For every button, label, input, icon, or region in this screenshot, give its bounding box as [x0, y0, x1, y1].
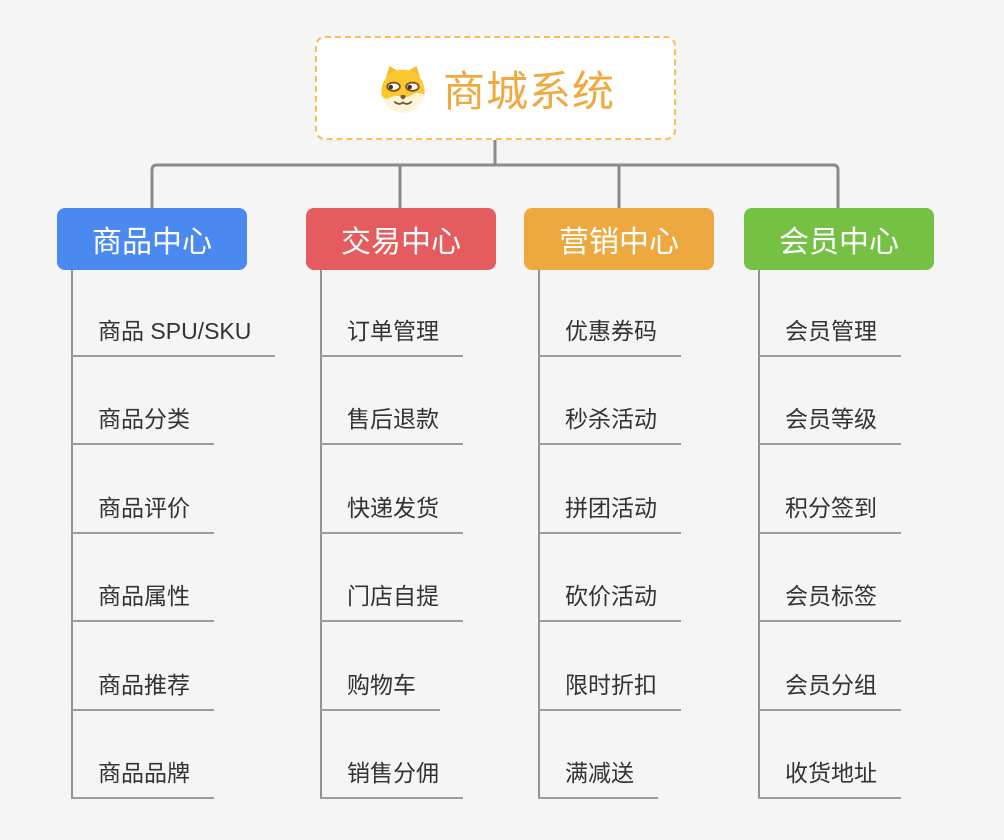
leaf-node[interactable]: 商品属性 — [71, 581, 214, 622]
branch-3: 营销中心优惠券码秒杀活动拼团活动砍价活动限时折扣满减送 — [524, 208, 714, 808]
leaf-node[interactable]: 会员标签 — [758, 581, 901, 622]
leaf-node[interactable]: 销售分佣 — [320, 758, 463, 799]
branch-4: 会员中心会员管理会员等级积分签到会员标签会员分组收货地址 — [744, 208, 934, 808]
branch-node[interactable]: 交易中心 — [306, 208, 496, 270]
leaf-node[interactable]: 满减送 — [538, 758, 658, 799]
leaf-node[interactable]: 拼团活动 — [538, 493, 681, 534]
leaf-node[interactable]: 商品评价 — [71, 493, 214, 534]
leaf-node[interactable]: 会员管理 — [758, 316, 901, 357]
branch-spine-line — [538, 270, 540, 798]
leaf-node[interactable]: 收货地址 — [758, 758, 901, 799]
branch-2: 交易中心订单管理售后退款快递发货门店自提购物车销售分佣 — [306, 208, 496, 808]
leaf-node[interactable]: 商品品牌 — [71, 758, 214, 799]
branch-1: 商品中心商品 SPU/SKU 商品分类商品评价商品属性商品推荐商品品牌 — [57, 208, 276, 808]
dog-face-icon — [381, 65, 425, 113]
leaf-node[interactable]: 购物车 — [320, 670, 440, 711]
root-node[interactable]: 商城系统 — [315, 36, 676, 140]
root-title: 商城系统 — [442, 67, 615, 115]
leaf-node[interactable]: 商品 SPU/SKU — [71, 316, 276, 357]
leaf-node[interactable]: 砍价活动 — [538, 581, 681, 622]
branch-node[interactable]: 营销中心 — [524, 208, 714, 270]
leaf-node[interactable]: 积分签到 — [758, 493, 901, 534]
leaf-node[interactable]: 商品推荐 — [71, 670, 214, 711]
leaf-node[interactable]: 限时折扣 — [538, 670, 681, 711]
leaf-node[interactable]: 订单管理 — [320, 316, 463, 357]
branch-spine-line — [320, 270, 322, 798]
leaf-node[interactable]: 优惠券码 — [538, 316, 681, 357]
leaf-node[interactable]: 门店自提 — [320, 581, 463, 622]
branch-spine-line — [758, 270, 760, 798]
branch-spine-line — [71, 270, 73, 798]
leaf-node[interactable]: 售后退款 — [320, 404, 463, 445]
leaf-node[interactable]: 会员分组 — [758, 670, 901, 711]
branch-node[interactable]: 商品中心 — [57, 208, 247, 270]
leaf-node[interactable]: 会员等级 — [758, 404, 901, 445]
leaf-node[interactable]: 商品分类 — [71, 404, 214, 445]
branch-node[interactable]: 会员中心 — [744, 208, 934, 270]
leaf-node[interactable]: 快递发货 — [320, 493, 463, 534]
leaf-node[interactable]: 秒杀活动 — [538, 404, 681, 445]
